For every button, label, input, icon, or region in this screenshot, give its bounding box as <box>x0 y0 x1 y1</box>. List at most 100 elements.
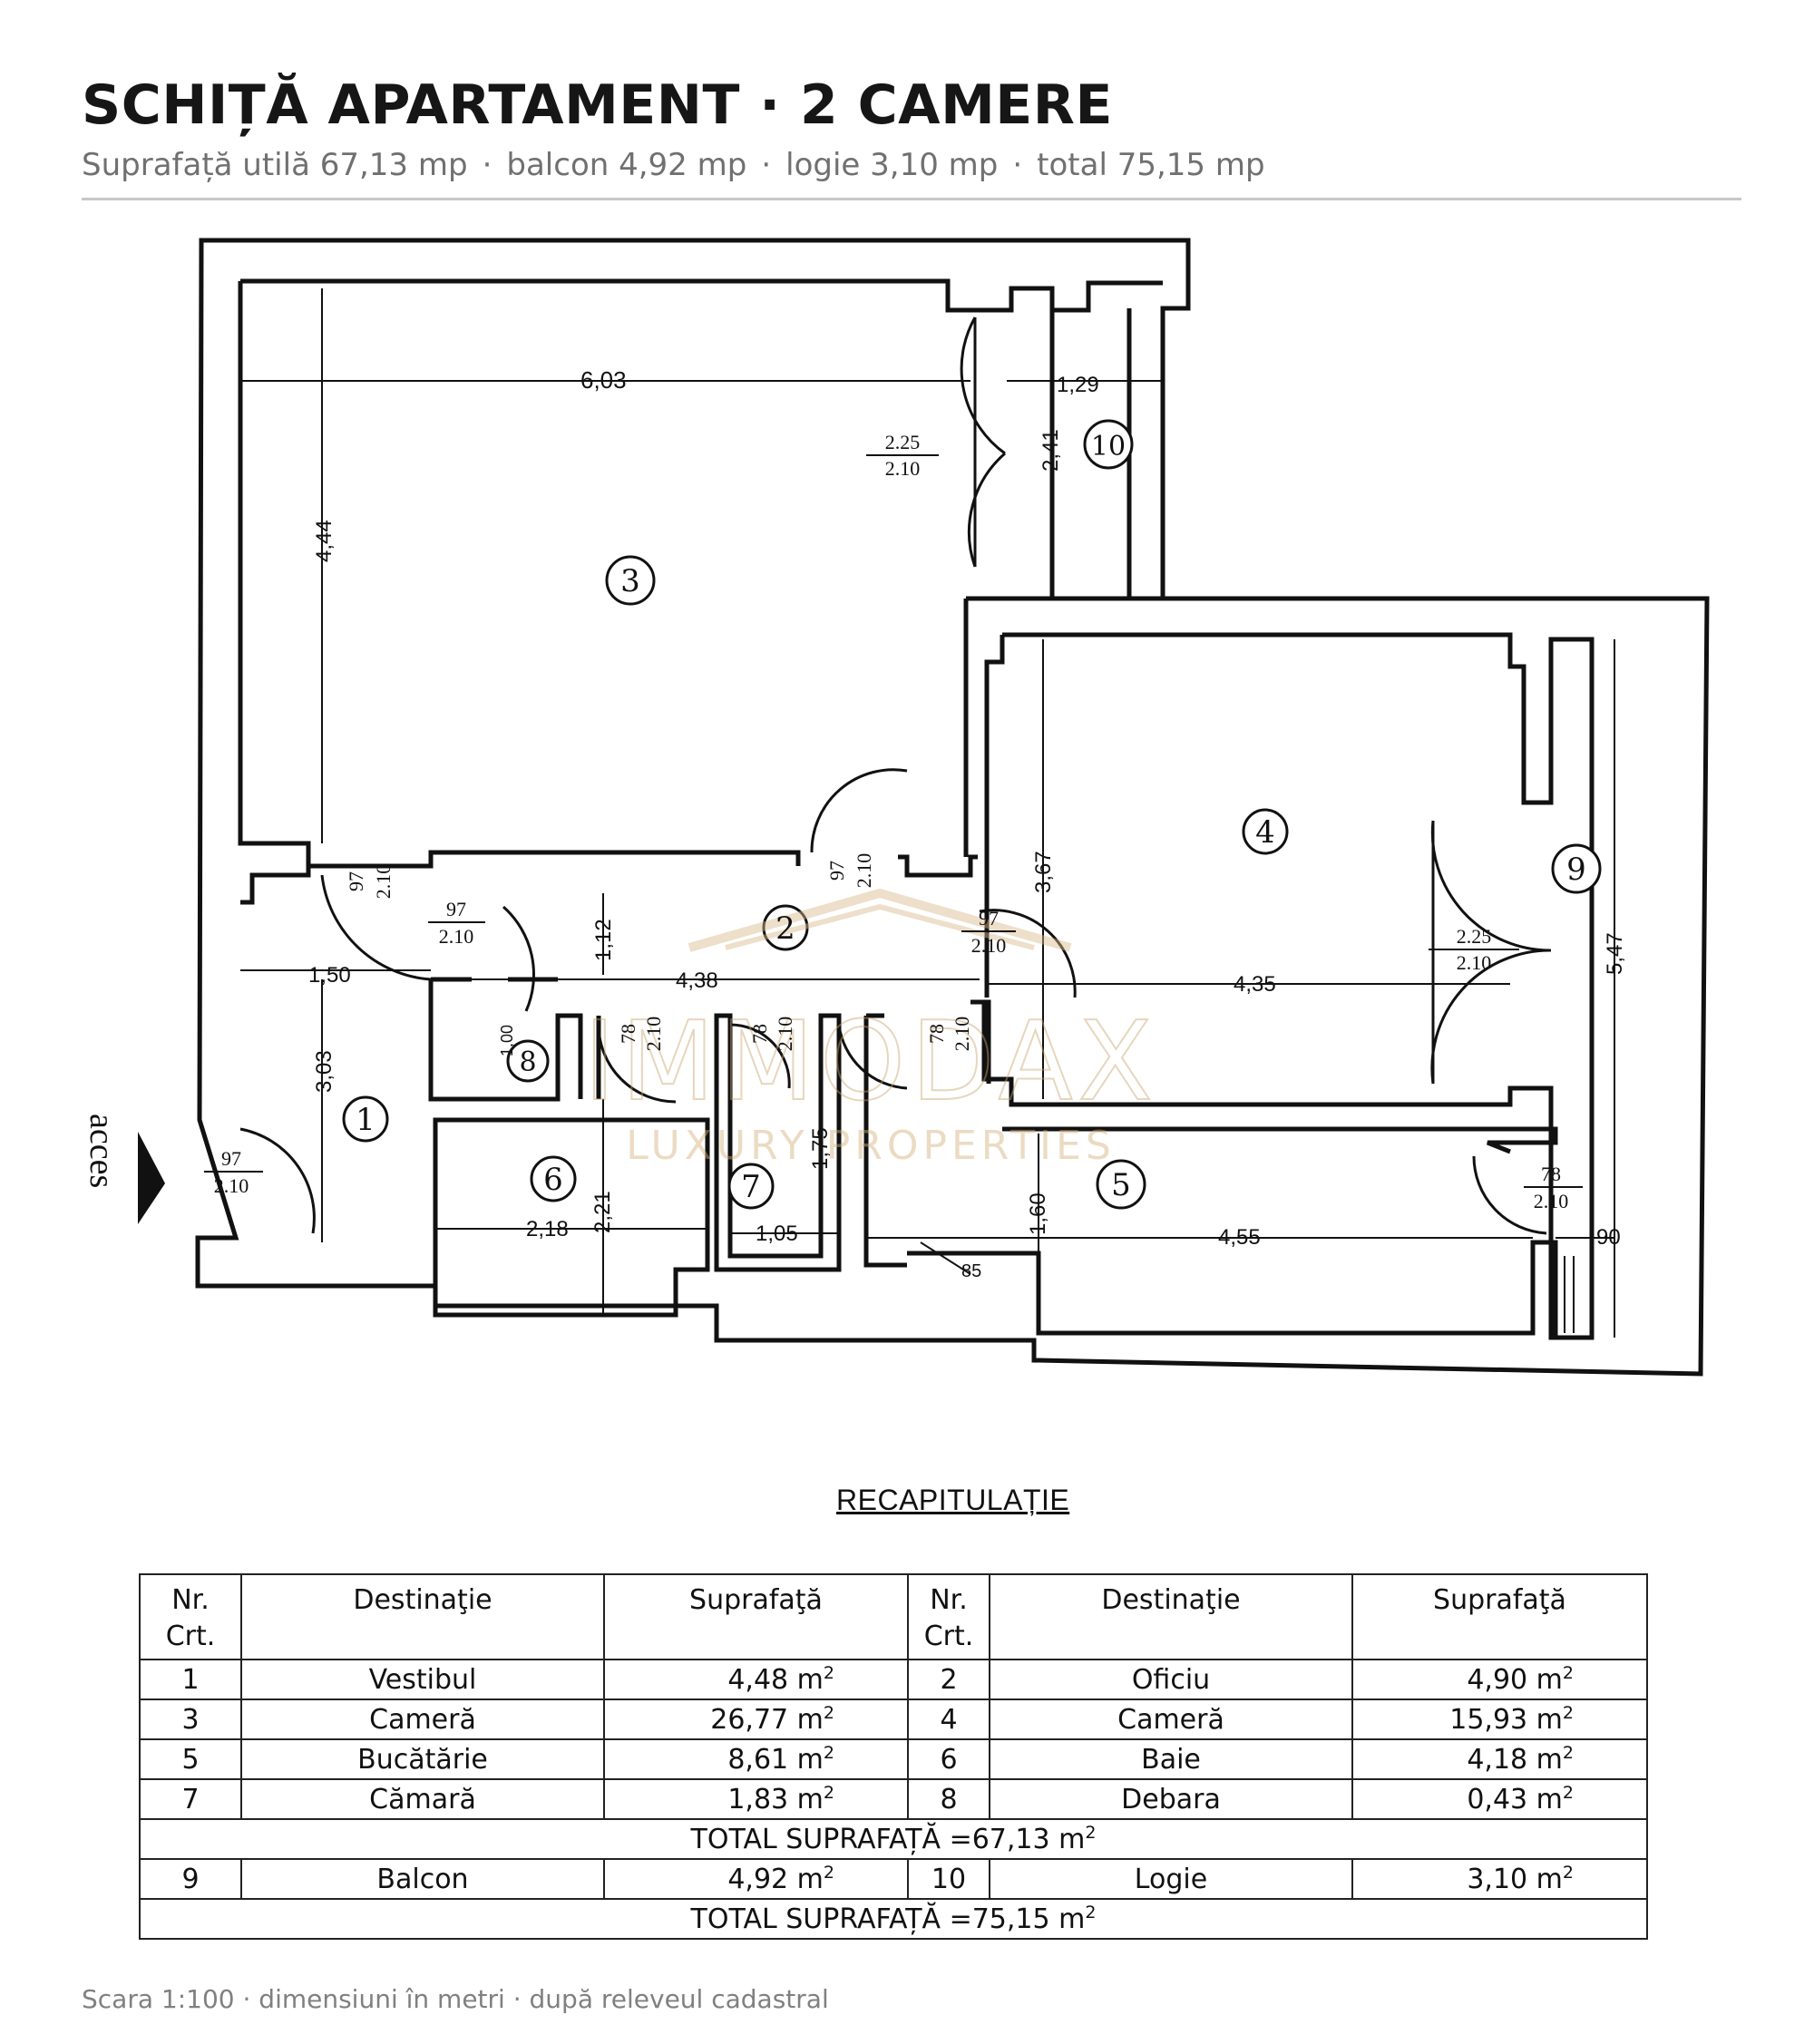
total-area: TOTAL SUPRAFAȚĂ =75,15 m2 <box>139 1898 1648 1940</box>
dim-label-547: 5,47 <box>1603 932 1627 975</box>
row-number: 1 <box>139 1659 242 1700</box>
row-number: 6 <box>907 1738 990 1780</box>
room-circle-8 <box>506 1039 550 1083</box>
recap-title: RECAPITULAȚIE <box>836 1484 1070 1516</box>
footer-note: Scara 1:100 · dimensiuni în metri · după… <box>82 1984 829 2014</box>
table-row: 1 Vestibul 4,48 m2 2 Oficiu 4,90 m2 <box>139 1659 1648 1700</box>
room-circle-10 <box>1083 419 1134 470</box>
room-circle-7 <box>727 1163 775 1210</box>
door-label-acc-210: 2.10 <box>214 1174 249 1197</box>
door-label-acc-97: 97 <box>221 1147 241 1170</box>
row-destination: Debara <box>989 1778 1353 1820</box>
dim-label-150: 1,50 <box>308 963 351 988</box>
room-label-3: 3 <box>620 563 640 599</box>
door-label-v-97: 97 <box>446 898 466 920</box>
total-row: TOTAL SUPRAFAȚĂ =75,15 m2 <box>139 1898 1648 1940</box>
room-label-8: 8 <box>519 1046 536 1078</box>
dim-label-105: 1,05 <box>756 1222 798 1246</box>
subtitle-balcon: balcon 4,92 mp <box>506 147 747 183</box>
subtitle-logie: logie 3,10 mp <box>785 147 999 183</box>
row-destination: Balcon <box>240 1858 605 1900</box>
dim-label-160: 1,60 <box>1026 1192 1050 1235</box>
door-labels: 2.25 2.10 2.25 2.10 97 2.10 97 2.10 97 2… <box>204 431 1583 1212</box>
header-destinatie: Destinaţie <box>240 1573 605 1660</box>
page-subtitle: Suprafață utilă 67,13 mp·balcon 4,92 mp·… <box>82 143 1741 187</box>
dimension-lines <box>240 288 1615 1338</box>
row-destination: Vestibul <box>240 1659 605 1700</box>
room-label-2: 2 <box>775 910 795 947</box>
dim-label-303: 3,03 <box>312 1050 336 1093</box>
row-number: 2 <box>907 1659 990 1700</box>
door-label-210: 2.10 <box>885 457 921 480</box>
row-destination: Cameră <box>989 1698 1353 1740</box>
header-divider <box>82 198 1741 200</box>
row-area: 26,77 m2 <box>603 1698 909 1740</box>
room-circle-9 <box>1551 843 1602 894</box>
door-label-b-210: 2.10 <box>642 1017 665 1052</box>
door-label-k-210: 2.10 <box>1534 1190 1569 1212</box>
subtitle-separator: · <box>761 147 772 183</box>
dim-label-241: 2,41 <box>1039 429 1063 472</box>
dim-label-100: 1,00 <box>498 1025 516 1056</box>
floor-plan: IMMODAX LUXURY PROPERTIES 3 2 4 9 10 1 8… <box>83 238 1710 1377</box>
subtitle-total: total 75,15 mp <box>1037 147 1265 183</box>
table-row: 5 Bucătărie 8,61 m2 6 Baie 4,18 m2 <box>139 1738 1648 1780</box>
header-nr: Nr.Crt. <box>907 1573 990 1660</box>
row-area: 8,61 m2 <box>603 1738 909 1780</box>
room-label-9: 9 <box>1566 852 1586 888</box>
door-label-k-78: 78 <box>1541 1163 1561 1185</box>
row-number: 10 <box>907 1858 990 1900</box>
row-destination: Baie <box>989 1738 1353 1780</box>
door-label-225: 2.25 <box>885 431 921 453</box>
door-label-v-210: 2.10 <box>439 925 474 948</box>
room-circle-3 <box>605 555 656 606</box>
row-number: 4 <box>907 1698 990 1740</box>
table-row: 3 Cameră 26,77 m2 4 Cameră 15,93 m2 <box>139 1698 1648 1740</box>
row-area: 4,18 m2 <box>1351 1738 1648 1780</box>
row-destination: Cameră <box>240 1698 605 1740</box>
door-label-of-210: 2.10 <box>853 853 875 889</box>
room-circle-6 <box>530 1155 577 1202</box>
door-label-c4-210: 2.10 <box>971 934 1007 957</box>
page-header: SCHIȚĂ APARTAMENT · 2 CAMERE Suprafață u… <box>82 71 1741 187</box>
row-area: 1,83 m2 <box>603 1778 909 1820</box>
row-number: 9 <box>139 1858 242 1900</box>
dimension-labels: 6,03 1,29 4,44 2,41 3,67 5,47 1,50 4,38 … <box>308 366 1627 1281</box>
room-label-4: 4 <box>1255 814 1275 851</box>
table-row: 9 Balcon 4,92 m2 10 Logie 3,10 m2 <box>139 1858 1648 1900</box>
row-area: 0,43 m2 <box>1351 1778 1648 1820</box>
row-area: 4,90 m2 <box>1351 1659 1648 1700</box>
door-label-b225: 2.25 <box>1457 925 1492 948</box>
total-useful-area: TOTAL SUPRAFAȚĂ =67,13 m2 <box>139 1818 1648 1860</box>
watermark-brand: IMMODAX <box>583 999 1158 1125</box>
page-title: SCHIȚĂ APARTAMENT · 2 CAMERE <box>82 73 1113 137</box>
door-label-b-78: 78 <box>617 1024 639 1044</box>
dim-label-438: 4,38 <box>676 968 718 993</box>
watermark: IMMODAX LUXURY PROPERTIES <box>582 888 1158 1169</box>
room-label-7: 7 <box>741 1169 761 1205</box>
door-label-b210: 2.10 <box>1457 951 1492 974</box>
dim-label-218: 2,18 <box>526 1217 569 1241</box>
row-destination: Cămară <box>240 1778 605 1820</box>
walls <box>195 238 1710 1377</box>
room-circle-4 <box>1242 808 1289 855</box>
header-nr: Nr.Crt. <box>139 1573 242 1660</box>
row-number: 8 <box>907 1778 990 1820</box>
dim-label-367: 3,67 <box>1031 851 1056 893</box>
table-header-row: Nr.Crt. Destinaţie Suprafaţă Nr.Crt. Des… <box>139 1573 1648 1660</box>
dim-label-221: 2,21 <box>590 1191 615 1233</box>
row-number: 5 <box>139 1738 242 1780</box>
access-arrow-icon <box>138 1132 165 1224</box>
dim-label-435: 4,35 <box>1234 972 1276 997</box>
room-markers <box>342 419 1602 1210</box>
dim-label-175: 1,75 <box>808 1127 833 1170</box>
dim-label-444: 4,44 <box>312 520 336 562</box>
row-destination: Oficiu <box>989 1659 1353 1700</box>
access-label: acces <box>83 1114 121 1188</box>
subtitle-separator: · <box>482 147 493 183</box>
door-label-kk-210: 2.10 <box>951 1017 973 1052</box>
header-suprafata: Suprafaţă <box>603 1573 909 1660</box>
door-label-c-210: 2.10 <box>774 1017 796 1052</box>
row-area: 4,92 m2 <box>603 1858 909 1900</box>
door-label-r3-210: 2.10 <box>372 864 395 900</box>
